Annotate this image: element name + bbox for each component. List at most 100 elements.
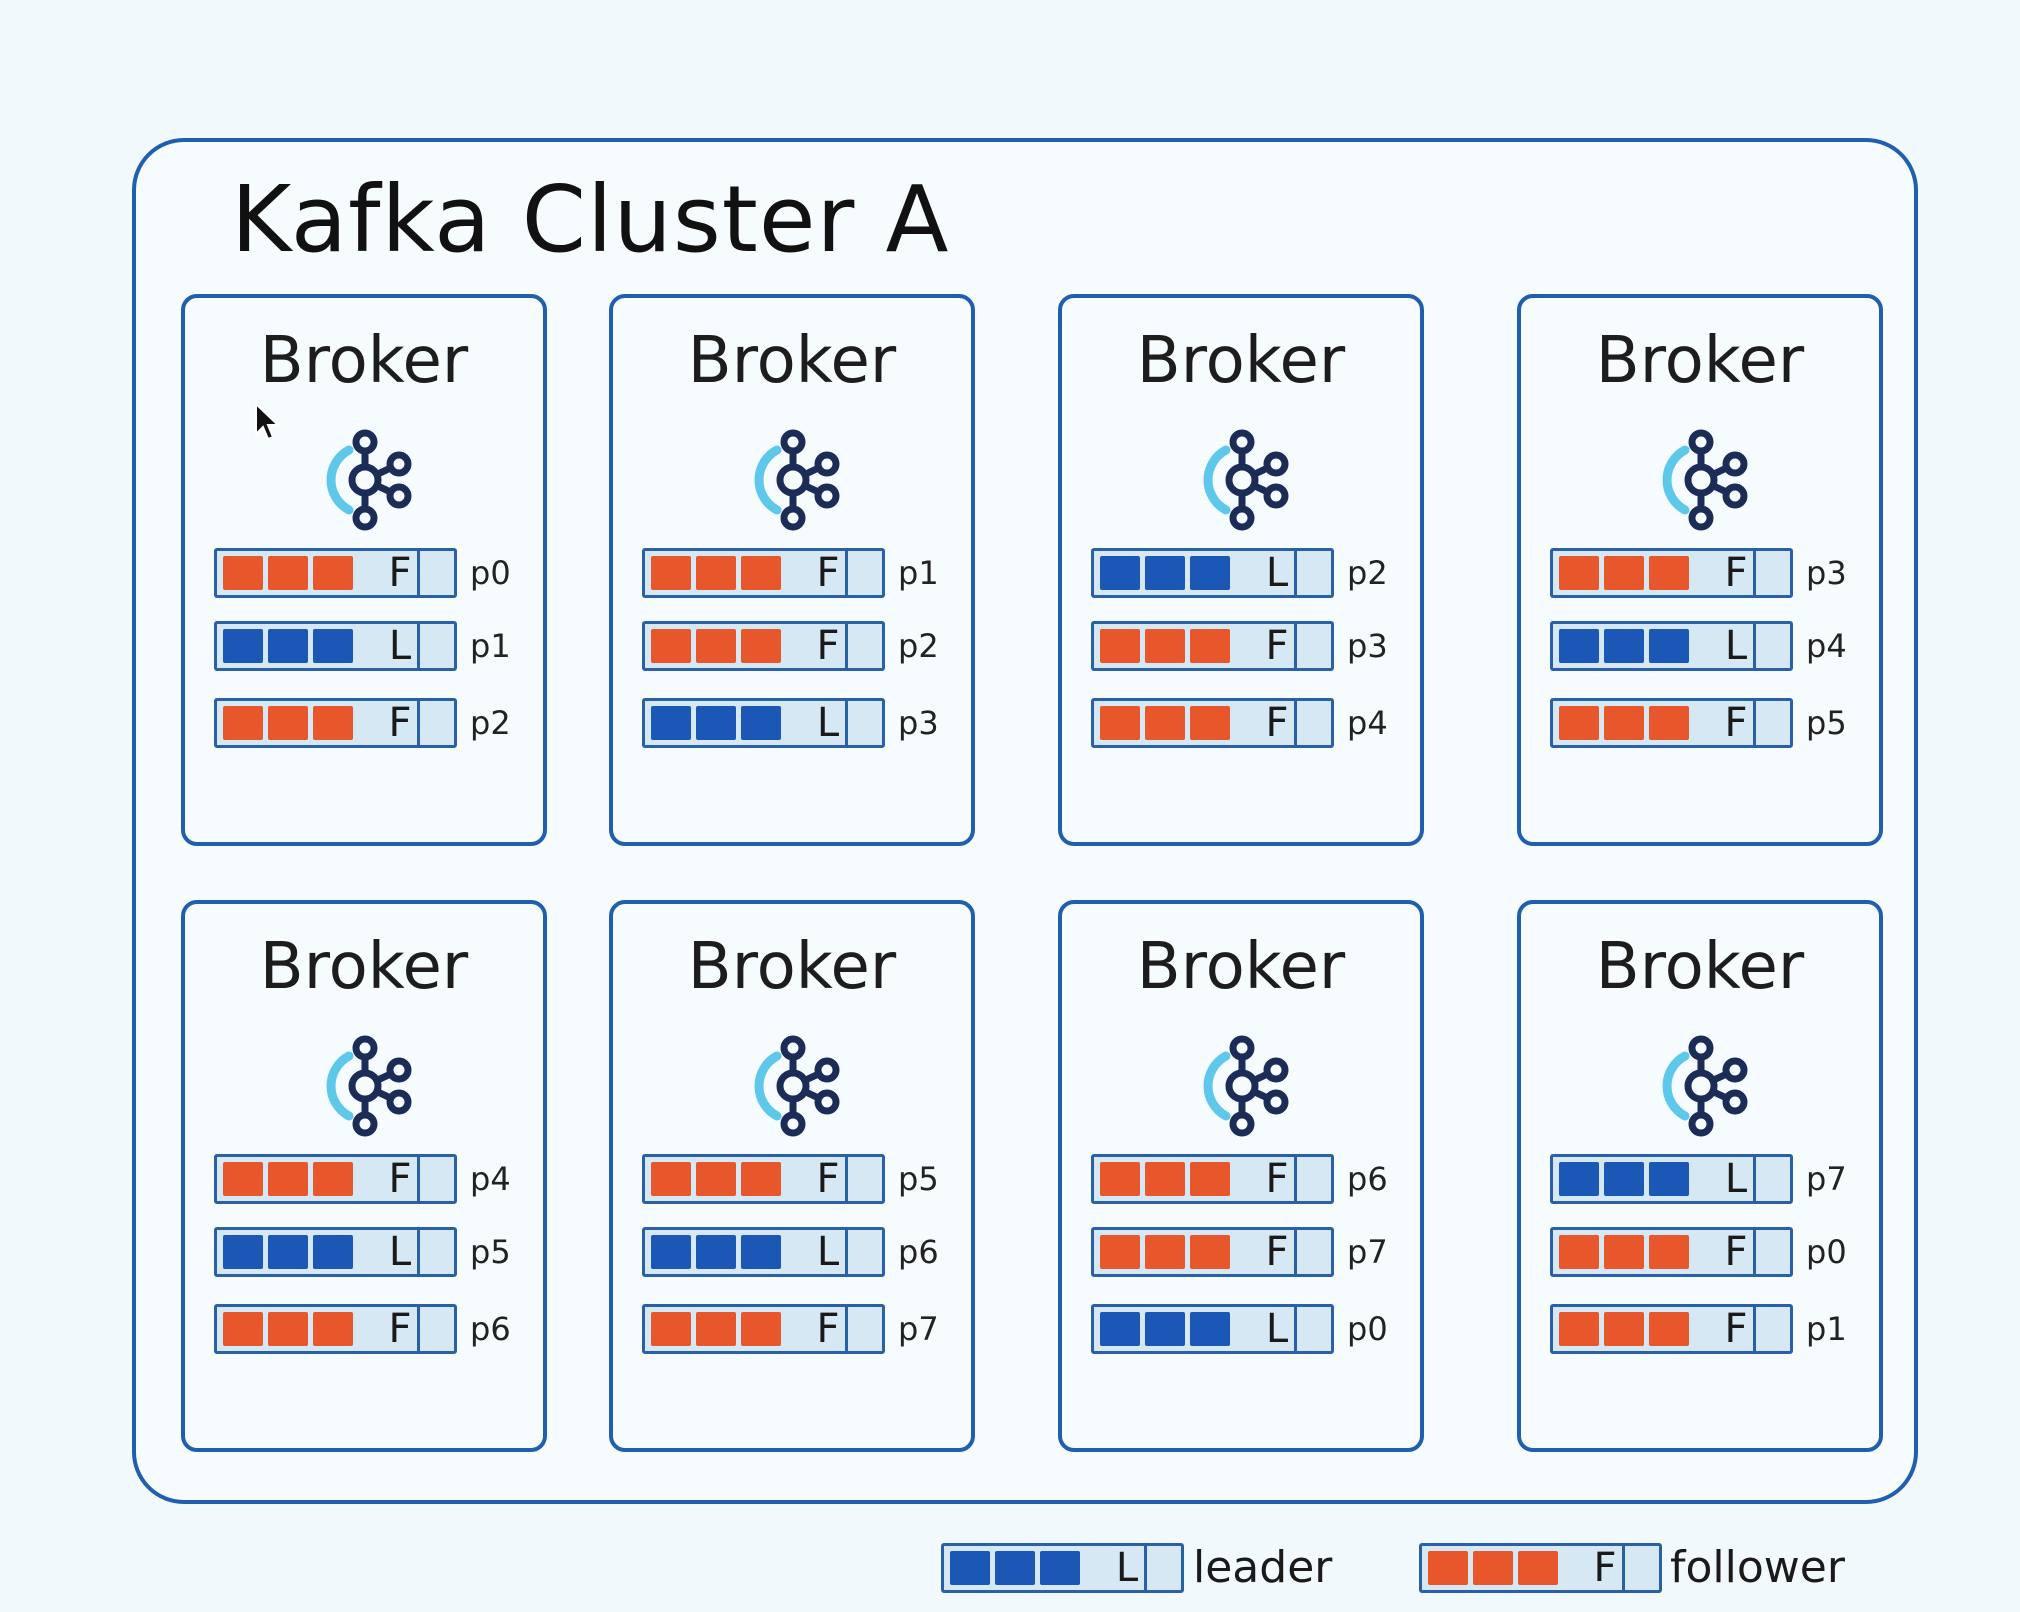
legend-follower-swatch: F: [1419, 1543, 1662, 1593]
legend-leader-swatch: L: [941, 1543, 1184, 1593]
follower-segment: [313, 1162, 353, 1196]
role-letter: L: [1265, 1306, 1289, 1352]
follower-segment: [223, 1312, 263, 1346]
leader-segment: [223, 629, 263, 663]
role-letter: L: [388, 623, 412, 669]
follower-segment: [1473, 1551, 1513, 1585]
follower-segment: [268, 556, 308, 590]
follower-replica-bar: F: [642, 1154, 885, 1204]
leader-segment: [223, 1235, 263, 1269]
partition-id: p0: [1806, 1233, 1847, 1271]
kafka-logo-icon: [326, 1035, 412, 1137]
leader-segment: [995, 1551, 1035, 1585]
leader-segment: [1145, 1312, 1185, 1346]
kafka-logo-icon: [754, 429, 840, 531]
bar-divider: [845, 701, 848, 745]
role-letter: F: [388, 550, 412, 596]
follower-segment: [1649, 706, 1689, 740]
partition-id: p3: [1347, 627, 1388, 665]
partition-id: p4: [1347, 704, 1388, 742]
follower-segment: [741, 1312, 781, 1346]
follower-segment: [1145, 629, 1185, 663]
bar-divider: [845, 1307, 848, 1351]
role-letter: L: [1265, 550, 1289, 596]
role-letter: F: [388, 1156, 412, 1202]
role-letter: F: [816, 623, 840, 669]
follower-replica-bar: F: [1091, 698, 1334, 748]
follower-replica-bar: F: [642, 621, 885, 671]
leader-replica-bar: L: [1091, 1304, 1334, 1354]
leader-segment: [1040, 1551, 1080, 1585]
partition-id: p3: [1806, 554, 1847, 592]
bar-divider: [417, 1307, 420, 1351]
follower-segment: [1100, 1162, 1140, 1196]
kafka-logo-icon: [754, 1035, 840, 1137]
bar-divider: [1294, 1307, 1297, 1351]
follower-segment: [1100, 629, 1140, 663]
cluster-title: Kafka Cluster A: [231, 166, 950, 273]
partition-id: p7: [1347, 1233, 1388, 1271]
follower-replica-bar: F: [214, 1154, 457, 1204]
follower-replica-bar: F: [1091, 1227, 1334, 1277]
follower-segment: [313, 556, 353, 590]
role-letter: F: [1265, 1229, 1289, 1275]
follower-segment: [1145, 1162, 1185, 1196]
role-letter: L: [388, 1229, 412, 1275]
partition-id: p2: [1347, 554, 1388, 592]
role-letter: F: [1265, 623, 1289, 669]
follower-segment: [1190, 706, 1230, 740]
follower-replica-bar: F: [214, 548, 457, 598]
bar-divider: [1753, 701, 1756, 745]
follower-segment: [696, 1162, 736, 1196]
broker-title: Broker: [1595, 324, 1805, 398]
follower-segment: [1649, 556, 1689, 590]
role-letter: F: [816, 1306, 840, 1352]
broker-title: Broker: [1136, 324, 1346, 398]
role-letter: L: [816, 1229, 840, 1275]
leader-segment: [696, 1235, 736, 1269]
follower-segment: [741, 1162, 781, 1196]
bar-divider: [1622, 1546, 1625, 1590]
broker-title: Broker: [259, 324, 469, 398]
kafka-logo-icon: [1203, 1035, 1289, 1137]
partition-id: p1: [470, 627, 511, 665]
role-letter: L: [1724, 623, 1748, 669]
bar-divider: [417, 701, 420, 745]
leader-segment: [268, 629, 308, 663]
bar-divider: [1294, 624, 1297, 668]
leader-replica-bar: L: [1550, 621, 1793, 671]
leader-segment: [696, 706, 736, 740]
leader-replica-bar: L: [214, 1227, 457, 1277]
legend-leader-label: leader: [1193, 1542, 1333, 1593]
follower-segment: [268, 1162, 308, 1196]
follower-replica-bar: F: [214, 1304, 457, 1354]
bar-divider: [845, 1230, 848, 1274]
bar-divider: [417, 624, 420, 668]
leader-segment: [950, 1551, 990, 1585]
role-letter: F: [1265, 700, 1289, 746]
follower-replica-bar: F: [214, 698, 457, 748]
bar-divider: [845, 624, 848, 668]
role-letter: F: [1265, 1156, 1289, 1202]
partition-id: p7: [1806, 1160, 1847, 1198]
bar-divider: [1294, 701, 1297, 745]
leader-segment: [651, 706, 691, 740]
follower-segment: [1559, 706, 1599, 740]
leader-segment: [1604, 629, 1644, 663]
partition-id: p6: [470, 1310, 511, 1348]
follower-segment: [1649, 1235, 1689, 1269]
leader-segment: [741, 1235, 781, 1269]
bar-divider: [1753, 1307, 1756, 1351]
role-letter: L: [1724, 1156, 1748, 1202]
broker-title: Broker: [1136, 930, 1346, 1004]
follower-segment: [1100, 706, 1140, 740]
leader-replica-bar: L: [642, 1227, 885, 1277]
follower-segment: [223, 1162, 263, 1196]
leader-replica-bar: L: [1550, 1154, 1793, 1204]
kafka-logo-icon: [1662, 1035, 1748, 1137]
follower-replica-bar: F: [1091, 1154, 1334, 1204]
